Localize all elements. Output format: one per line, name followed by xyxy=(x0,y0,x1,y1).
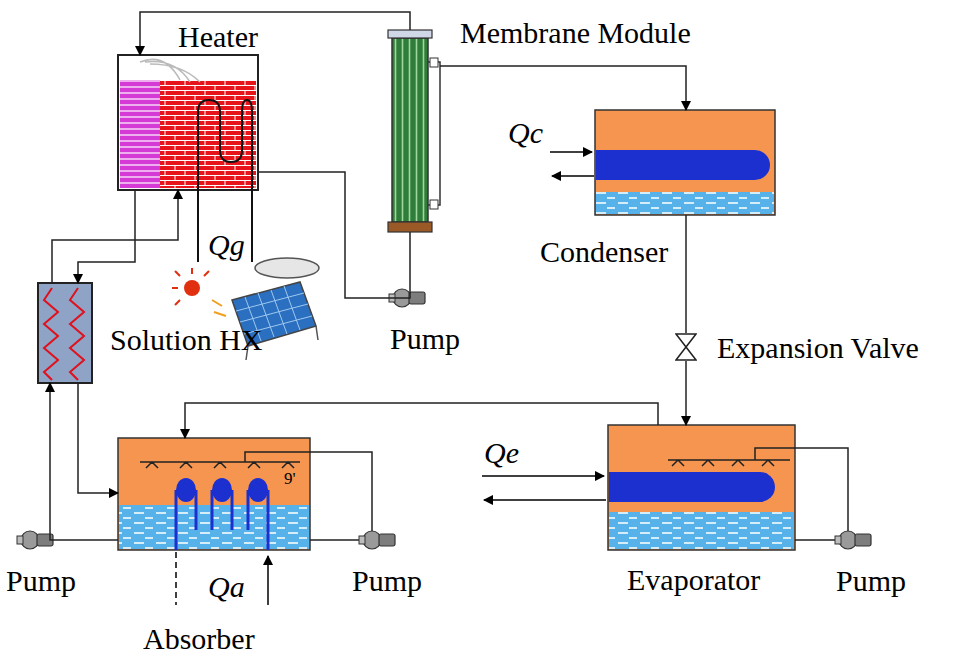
condenser-vessel xyxy=(550,110,775,215)
valve-symbol xyxy=(675,333,697,361)
flow-pipe xyxy=(78,190,135,283)
solution-hx: Solution HX xyxy=(38,283,92,383)
flow-pipe xyxy=(685,215,687,333)
pump-label: Pump xyxy=(390,324,460,354)
heat-flow-label: Qe xyxy=(484,438,519,468)
evaporator-vessel xyxy=(482,425,871,550)
node-label: Membrane Module xyxy=(460,18,691,48)
membrane-module: Membrane Module xyxy=(388,30,432,232)
pump-label: Pump xyxy=(836,566,906,596)
membrane-module xyxy=(388,30,440,232)
node-label: Heater xyxy=(178,22,258,52)
node-label: Solution HX xyxy=(110,325,263,355)
node-label: Evaporator xyxy=(627,565,760,595)
heater-vessel xyxy=(118,55,258,262)
flow-pipe xyxy=(52,190,178,283)
node-label: Absorber xyxy=(143,624,255,654)
flow-pipe xyxy=(685,361,687,425)
flow-pipe xyxy=(440,66,686,110)
evaporator: Evaporator xyxy=(608,425,795,550)
pump-symbol xyxy=(17,531,53,549)
heater: Heater xyxy=(118,55,258,190)
flow-pipe xyxy=(185,403,658,438)
condenser: Condenser xyxy=(595,110,775,215)
state-point: 9' xyxy=(284,470,296,487)
node-label: Expansion Valve xyxy=(717,333,919,363)
flow-pipe xyxy=(258,172,410,298)
heat-flow-label: Qa xyxy=(208,572,245,602)
heat-flow-label: Qg xyxy=(208,230,245,260)
heat-flow-label: Qc xyxy=(508,118,543,148)
flow-pipe xyxy=(50,383,118,540)
node-label: Condenser xyxy=(540,237,668,267)
flow-pipe xyxy=(140,12,410,55)
pump-label: Pump xyxy=(352,566,422,596)
absorber: Absorber xyxy=(118,438,310,550)
pump-label: Pump xyxy=(6,566,76,596)
flow-pipe xyxy=(78,383,118,493)
solution-heat-exchanger xyxy=(38,283,92,383)
expansion-valve: Expansion Valve xyxy=(675,333,697,361)
